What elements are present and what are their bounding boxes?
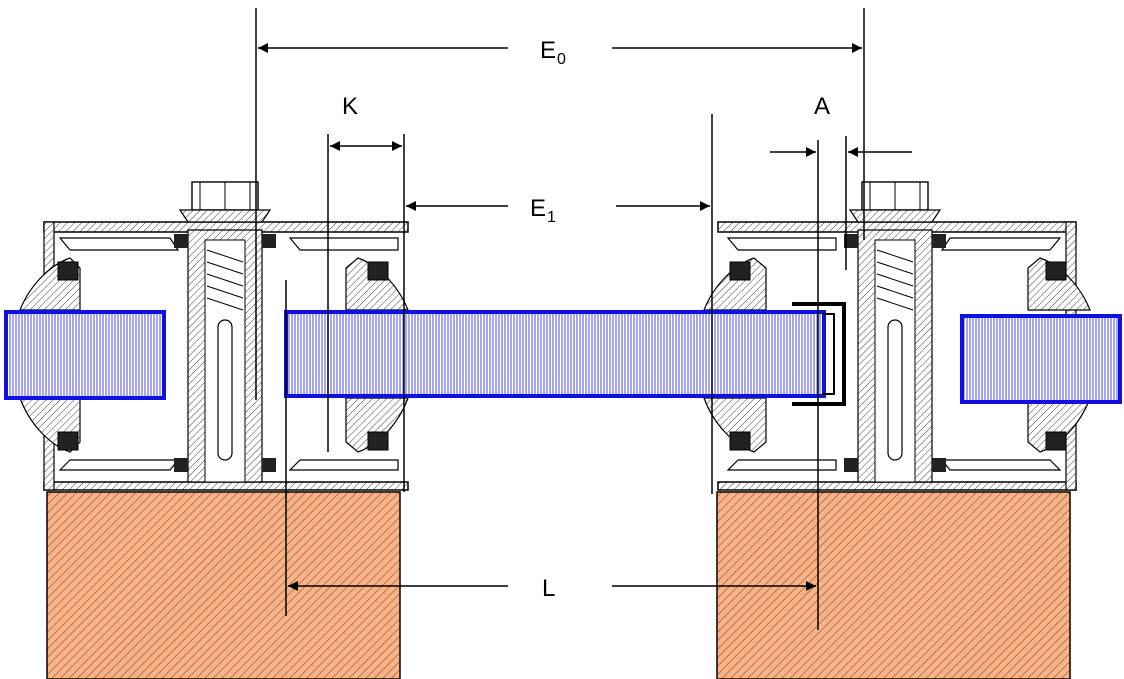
label-e1-subscript: 1: [547, 209, 556, 226]
left-glass-pane: [4, 310, 166, 400]
label-e1: E: [530, 195, 546, 222]
right-glazing-bar-profile: [703, 181, 1091, 491]
label-l: L: [542, 575, 555, 602]
label-e0-subscript: 0: [557, 51, 566, 68]
right-glass-pane: [960, 314, 1122, 404]
label-k: K: [342, 93, 358, 120]
left-glazing-bar-profile: [19, 181, 409, 491]
label-e0: E: [540, 37, 556, 64]
center-glass-pane: [284, 310, 826, 398]
reference-lines: [255, 8, 865, 630]
label-a: A: [814, 93, 830, 120]
